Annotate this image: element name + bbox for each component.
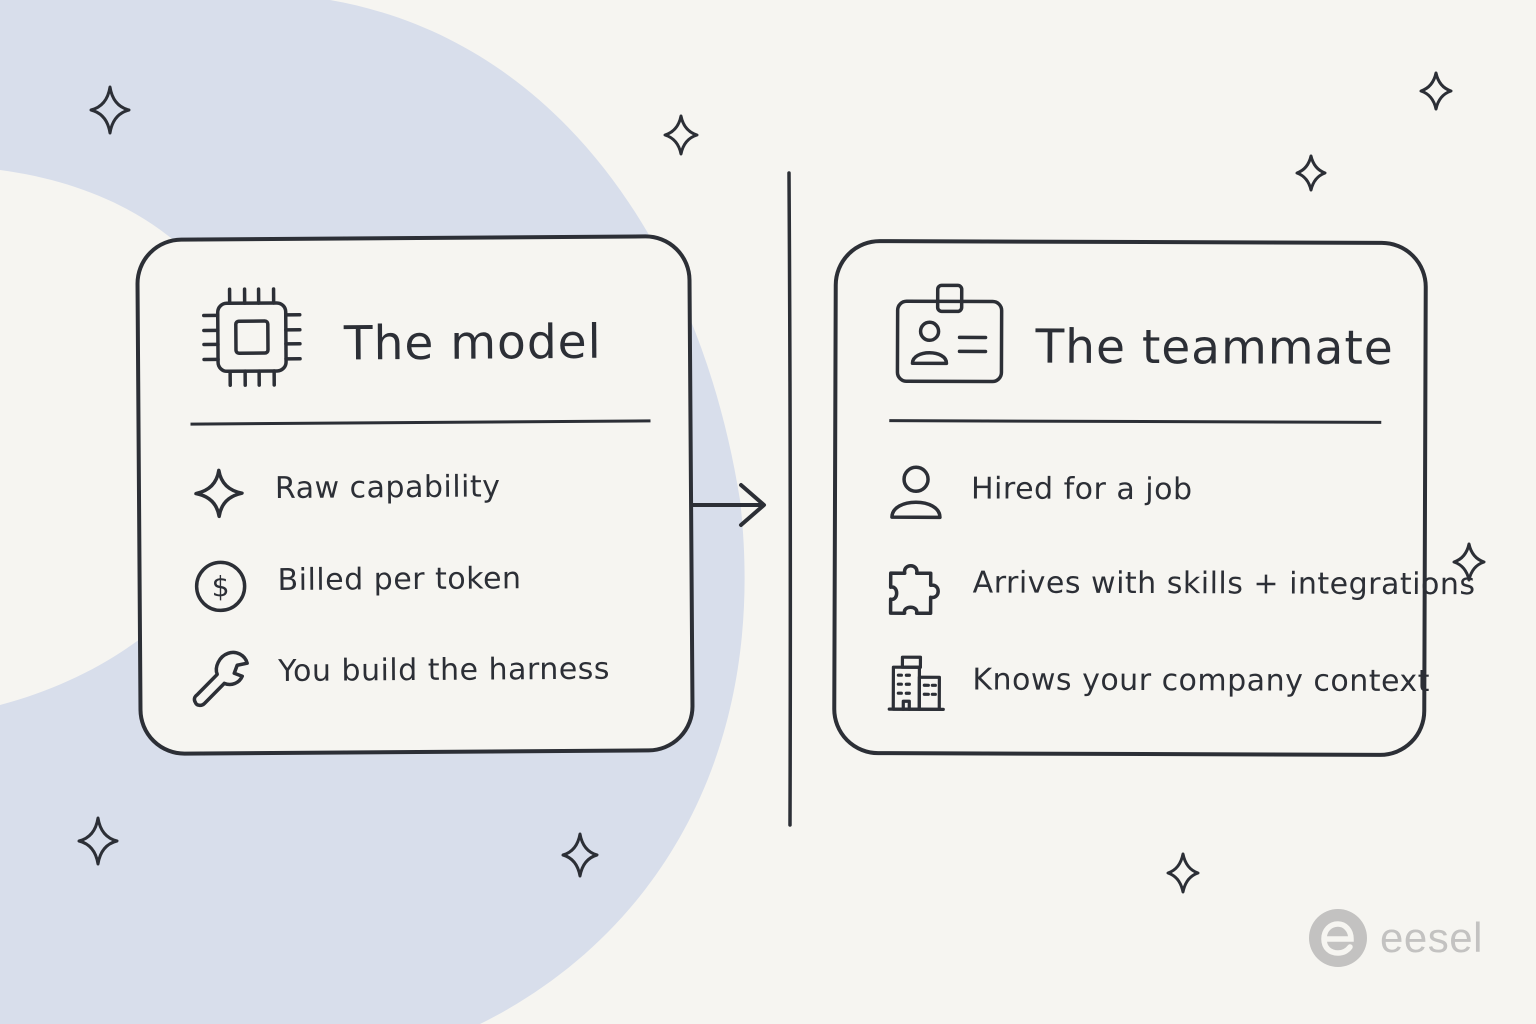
sparkle-decoration-icon	[89, 85, 131, 135]
puzzle-piece-icon	[888, 564, 940, 616]
model-card: The model Raw capability $ Billed per to…	[135, 234, 695, 756]
id-badge-icon	[895, 283, 1004, 384]
cpu-chip-icon	[201, 287, 302, 388]
eesel-logo-icon	[1309, 909, 1367, 967]
sparkle-decoration-icon	[1166, 852, 1200, 894]
sparkle-decoration-icon	[77, 816, 119, 866]
model-item-build-harness: You build the harness	[278, 651, 611, 689]
dollar-coin-icon: $	[194, 560, 247, 613]
person-icon	[890, 465, 942, 520]
sparkle-icon	[194, 468, 244, 519]
teammate-card: The teammate Hired for a job Arrives wit…	[832, 238, 1476, 758]
model-card-title: The model	[343, 314, 602, 372]
sparkle-decoration-icon	[1295, 154, 1327, 192]
teammate-item-company-context: Knows your company context	[972, 662, 1431, 700]
teammate-card-title: The teammate	[1035, 319, 1394, 376]
office-building-icon	[887, 655, 945, 711]
sparkle-decoration-icon	[1419, 71, 1453, 111]
teammate-card-divider	[889, 419, 1382, 424]
wrench-icon	[192, 650, 249, 708]
teammate-item-skills-integrations: Arrives with skills + integrations	[972, 565, 1476, 603]
model-item-raw-capability: Raw capability	[274, 469, 501, 506]
model-card-divider	[190, 419, 651, 426]
teammate-item-hired-for-job: Hired for a job	[970, 471, 1193, 508]
sparkle-decoration-icon	[561, 832, 599, 878]
svg-text:$: $	[212, 570, 230, 603]
vertical-divider	[787, 171, 793, 827]
eesel-logo-text: eesel	[1380, 914, 1483, 961]
model-item-billed-per-token: Billed per token	[277, 561, 522, 598]
eesel-logo: eesel	[1308, 908, 1483, 968]
sparkle-decoration-icon	[1452, 542, 1486, 582]
sparkle-decoration-icon	[663, 114, 699, 156]
